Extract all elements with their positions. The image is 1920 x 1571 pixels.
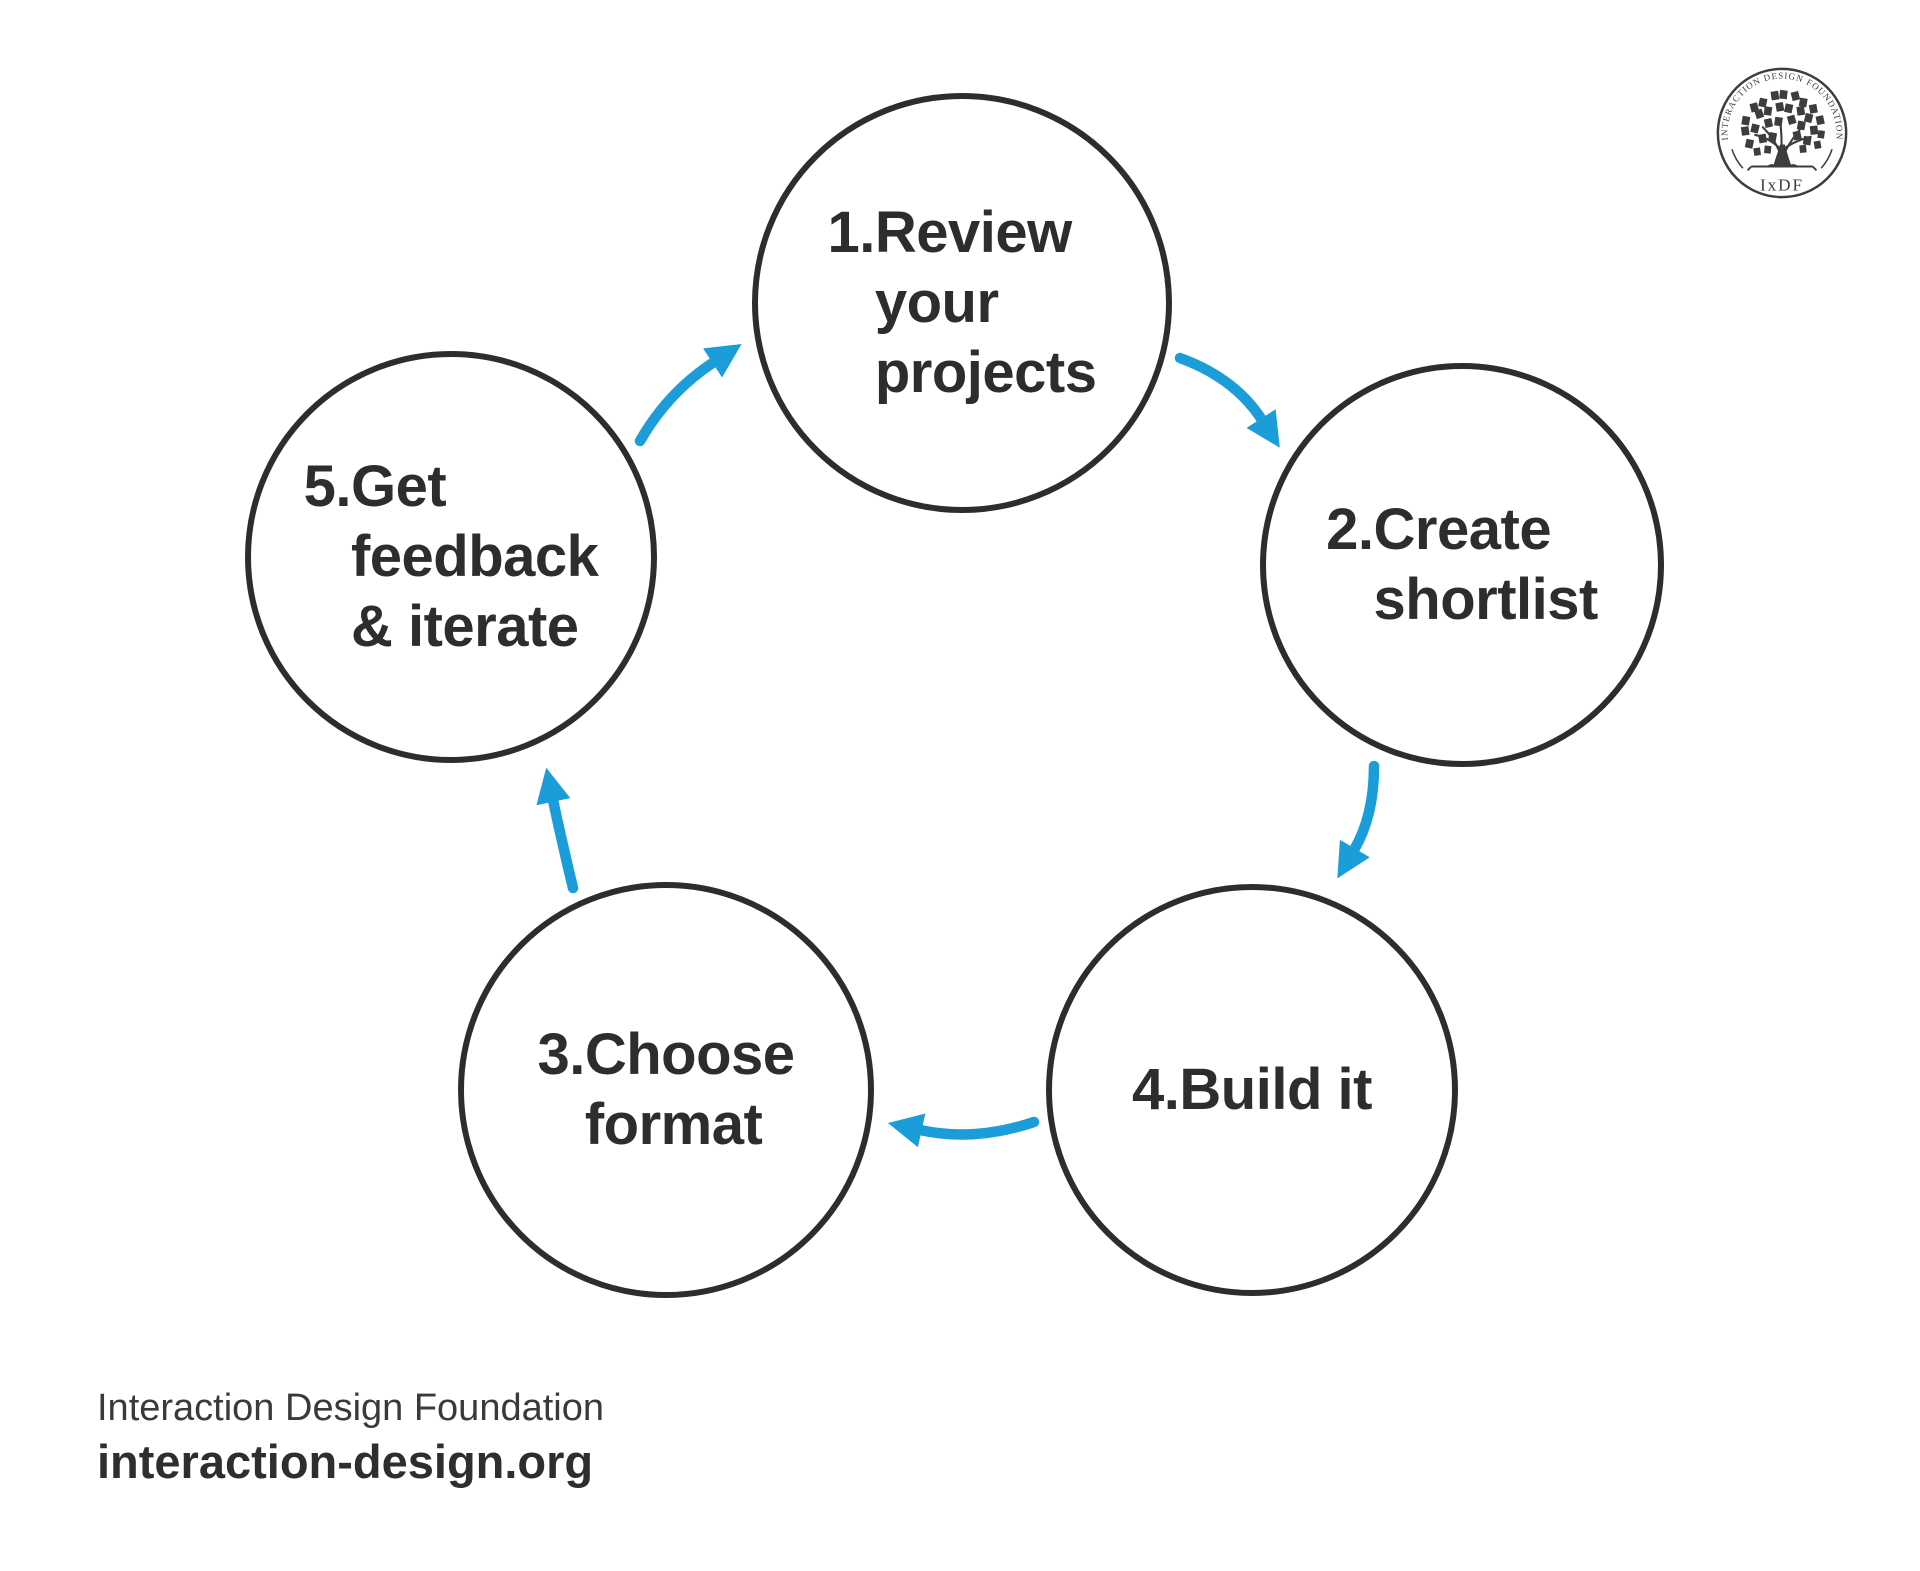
- step-label-2: 2. Create shortlist: [1326, 495, 1598, 635]
- step-label-5: 5. Get feedback & iterate: [304, 452, 599, 662]
- step-number: 3.: [537, 1022, 585, 1087]
- step-line: your: [874, 270, 999, 335]
- step-line: Create: [1373, 497, 1552, 562]
- arrow-step2-to-step4-icon: [1337, 760, 1380, 879]
- step-circle-5: 5. Get feedback & iterate: [245, 351, 657, 763]
- step-circle-1: 1. Review your projects: [752, 93, 1172, 513]
- step-label-3: 3. Choose format: [537, 1020, 795, 1160]
- footer-website-url: interaction-design.org: [97, 1435, 594, 1488]
- step-line: feedback: [350, 524, 599, 589]
- step-circle-2: 2. Create shortlist: [1260, 363, 1664, 767]
- step-line: format: [584, 1092, 763, 1157]
- step-line: & iterate: [350, 594, 579, 659]
- step-line: Choose: [584, 1022, 795, 1087]
- step-label-1: 1. Review your projects: [827, 198, 1097, 408]
- step-number: 5.: [303, 454, 352, 519]
- logo-left-arc-icon: [1731, 149, 1744, 169]
- logo-ground-line: [1746, 165, 1818, 172]
- step-label-4: 4. Build it: [1132, 1055, 1372, 1125]
- step-line: projects: [874, 340, 1097, 405]
- footer-attribution: Interaction Design Foundation interactio…: [97, 1385, 604, 1491]
- ixdf-logo-seal: INTERACTION DESIGN FOUNDATION: [1716, 67, 1848, 199]
- arrow-step5-to-step1-icon: [634, 344, 742, 447]
- arrow-step4-to-step3-icon: [887, 1113, 1040, 1148]
- step-line: Build it: [1179, 1057, 1372, 1122]
- logo-right-arc-icon: [1820, 149, 1833, 169]
- step-number: 2.: [1326, 497, 1374, 562]
- step-line: shortlist: [1373, 567, 1599, 632]
- step-number: 1.: [827, 200, 875, 265]
- footer-org-name: Interaction Design Foundation: [97, 1387, 604, 1429]
- step-circle-3: 3. Choose format: [458, 882, 874, 1298]
- arrow-step3-to-step5-icon: [536, 767, 579, 894]
- logo-tree-icon: [1740, 89, 1826, 172]
- step-circle-4: 4. Build it: [1046, 884, 1458, 1296]
- arrow-step1-to-step2-icon: [1174, 352, 1280, 448]
- logo-monogram: IxDF: [1760, 175, 1804, 194]
- step-line: Review: [874, 200, 1072, 265]
- logo-ring-icon: [1716, 67, 1848, 199]
- step-line: Get: [350, 454, 447, 519]
- step-number: 4.: [1132, 1057, 1180, 1122]
